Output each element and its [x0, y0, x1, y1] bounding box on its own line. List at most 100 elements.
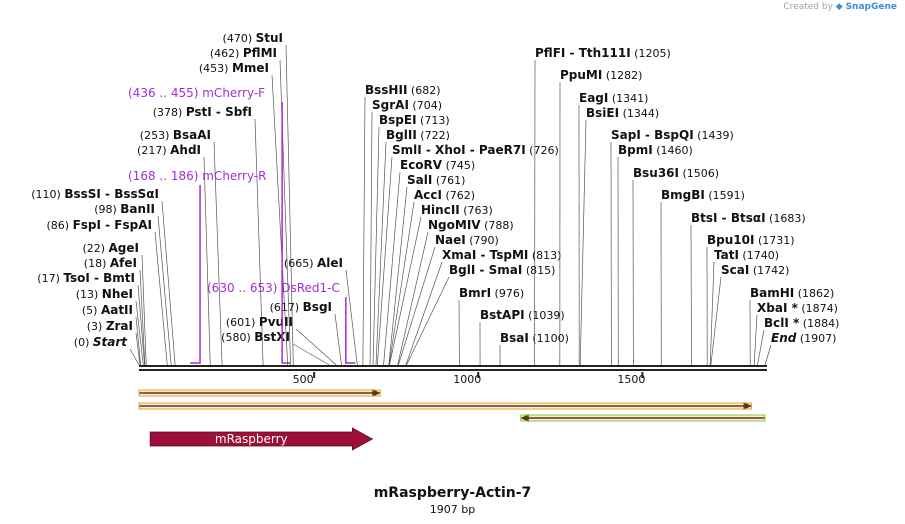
enzyme-position: (745)	[442, 159, 475, 172]
enzyme-name: AccI	[414, 188, 442, 202]
enzyme-name: NgoMIV	[428, 218, 481, 232]
enzyme-name: PflFI - Tth111I	[535, 46, 631, 60]
enzyme-site-bcli: BclI * (1884)	[757, 316, 839, 366]
enzyme-label: BtsI - BtsαI (1683)	[691, 211, 806, 225]
enzyme-position: (470)	[223, 32, 256, 45]
enzyme-connector	[135, 300, 144, 366]
enzyme-name: Bsu36I	[633, 166, 679, 180]
enzyme-name: EagI	[579, 91, 608, 105]
enzyme-name: FspI - FspAI	[73, 218, 152, 232]
enzyme-position: (1282)	[602, 69, 642, 82]
orf-3	[520, 414, 766, 422]
enzyme-label: (617) BsgI	[270, 300, 332, 314]
enzyme-connector	[271, 74, 289, 366]
enzyme-site-smli-xhoi-paer7i: SmlI - XhoI - PaeR7I (726)	[376, 143, 559, 366]
enzyme-connector	[135, 332, 141, 366]
enzyme-site-afei: (18) AfeI	[84, 256, 146, 366]
enzyme-name: BglII	[386, 128, 417, 142]
enzyme-position: (788)	[481, 219, 514, 232]
enzyme-site-nhei: (13) NheI	[76, 287, 144, 366]
enzyme-site-agei: (22) AgeI	[82, 241, 147, 366]
enzyme-site-bsaai: (253) BsaAI	[140, 128, 223, 366]
enzyme-site-pflfi-tth111i: PflFI - Tth111I (1205)	[534, 46, 671, 366]
enzyme-label: BmrI (976)	[459, 286, 524, 300]
primers: (168 .. 186) mCherry-R(436 .. 455) mCher…	[128, 86, 356, 364]
enzyme-connector	[139, 269, 146, 366]
enzyme-label: XmaI - TspMI (813)	[442, 248, 561, 262]
enzyme-name: BsgI	[303, 300, 332, 314]
enzyme-site-aatii: (5) AatII	[82, 303, 141, 366]
ruler-label: 1000	[453, 373, 481, 386]
primer-label: (630 .. 653) DsRed1-C	[207, 281, 340, 295]
enzyme-connector	[213, 141, 223, 366]
enzyme-label: EcoRV (745)	[400, 158, 475, 172]
enzyme-name: BssSI - BssSαI	[64, 187, 159, 201]
enzyme-site-hincii: HincII (763)	[389, 203, 493, 366]
enzyme-label: (3) ZraI	[87, 319, 133, 333]
primer-arrow	[345, 297, 356, 364]
enzyme-name: BmrI	[459, 286, 491, 300]
enzyme-site-acci: AccI (762)	[388, 188, 475, 366]
enzyme-position: (5)	[82, 304, 101, 317]
primer-mcherry-f: (436 .. 455) mCherry-F	[128, 86, 291, 364]
enzyme-name: SalI	[407, 173, 432, 187]
orf-outline	[520, 414, 766, 422]
enzyme-connector	[375, 141, 387, 366]
enzyme-position: (1506)	[679, 167, 719, 180]
enzyme-position: (761)	[432, 174, 465, 187]
enzyme-label: BssHII (682)	[365, 83, 440, 97]
enzyme-label: (462) PflMI	[210, 46, 277, 60]
enzyme-site-bglii: BglII (722)	[375, 128, 450, 366]
enzyme-label: BglII (722)	[386, 128, 450, 142]
enzyme-site-btsi-bts-i: BtsI - BtsαI (1683)	[690, 211, 806, 366]
enzyme-connector	[285, 44, 294, 366]
enzyme-name: TatI	[714, 248, 739, 262]
enzyme-position: (1862)	[794, 287, 834, 300]
enzyme-position: (1205)	[631, 47, 671, 60]
enzyme-label: XbaI * (1874)	[757, 301, 838, 315]
enzyme-label: (22) AgeI	[82, 241, 139, 255]
orf-arrowhead	[520, 414, 529, 422]
enzyme-position: (763)	[460, 204, 493, 217]
enzyme-label: SgrAI (704)	[372, 98, 442, 112]
sequence-length: 1907 bp	[429, 503, 476, 516]
enzyme-label: SmlI - XhoI - PaeR7I (726)	[392, 143, 559, 157]
enzyme-connector	[710, 276, 722, 366]
enzyme-site-ecorv: EcoRV (745)	[383, 158, 475, 366]
enzyme-connector	[334, 313, 342, 366]
enzyme-connector	[757, 329, 765, 366]
enzyme-label: TatI (1740)	[714, 248, 779, 262]
enzyme-position: (976)	[491, 287, 524, 300]
orf-arrowhead	[372, 389, 381, 397]
enzyme-connector	[753, 314, 758, 366]
enzyme-site-alei: (665) AleI	[284, 256, 358, 366]
enzyme-connector	[397, 231, 429, 366]
enzyme-connector	[135, 316, 141, 366]
enzyme-name: HincII	[421, 203, 460, 217]
enzyme-connector	[764, 344, 772, 366]
enzyme-connector	[709, 261, 715, 366]
enzyme-name: Bpu10I	[707, 233, 754, 247]
enzyme-name: End	[771, 331, 797, 345]
enzyme-label: (0) Start	[74, 335, 128, 349]
enzyme-position: (665)	[284, 257, 317, 270]
enzyme-connector	[406, 276, 450, 366]
enzyme-site-psti-sbfi: (378) PstI - SbfI	[153, 105, 264, 366]
primer-arrow	[190, 185, 201, 364]
enzyme-label: (665) AleI	[284, 256, 343, 270]
snapgene-credit: Created by ◆ SnapGene	[783, 2, 897, 12]
enzyme-label: (5) AatII	[82, 303, 133, 317]
orfs	[138, 389, 766, 422]
enzyme-name: XbaI *	[757, 301, 799, 315]
enzyme-position: (110)	[31, 188, 64, 201]
enzyme-position: (462)	[210, 47, 243, 60]
enzyme-position: (1460)	[653, 144, 693, 157]
enzyme-label: BamHI (1862)	[750, 286, 834, 300]
enzyme-label: (378) PstI - SbfI	[153, 105, 252, 119]
enzyme-label: (601) PvuII	[226, 315, 293, 329]
primer-label: (168 .. 186) mCherry-R	[128, 169, 267, 183]
enzyme-name: BspEI	[379, 113, 417, 127]
enzyme-position: (601)	[226, 316, 259, 329]
enzyme-position: (253)	[140, 129, 173, 142]
enzyme-sites: (0) Start(3) ZraI(5) AatII(13) NheI(17) …	[31, 31, 839, 366]
